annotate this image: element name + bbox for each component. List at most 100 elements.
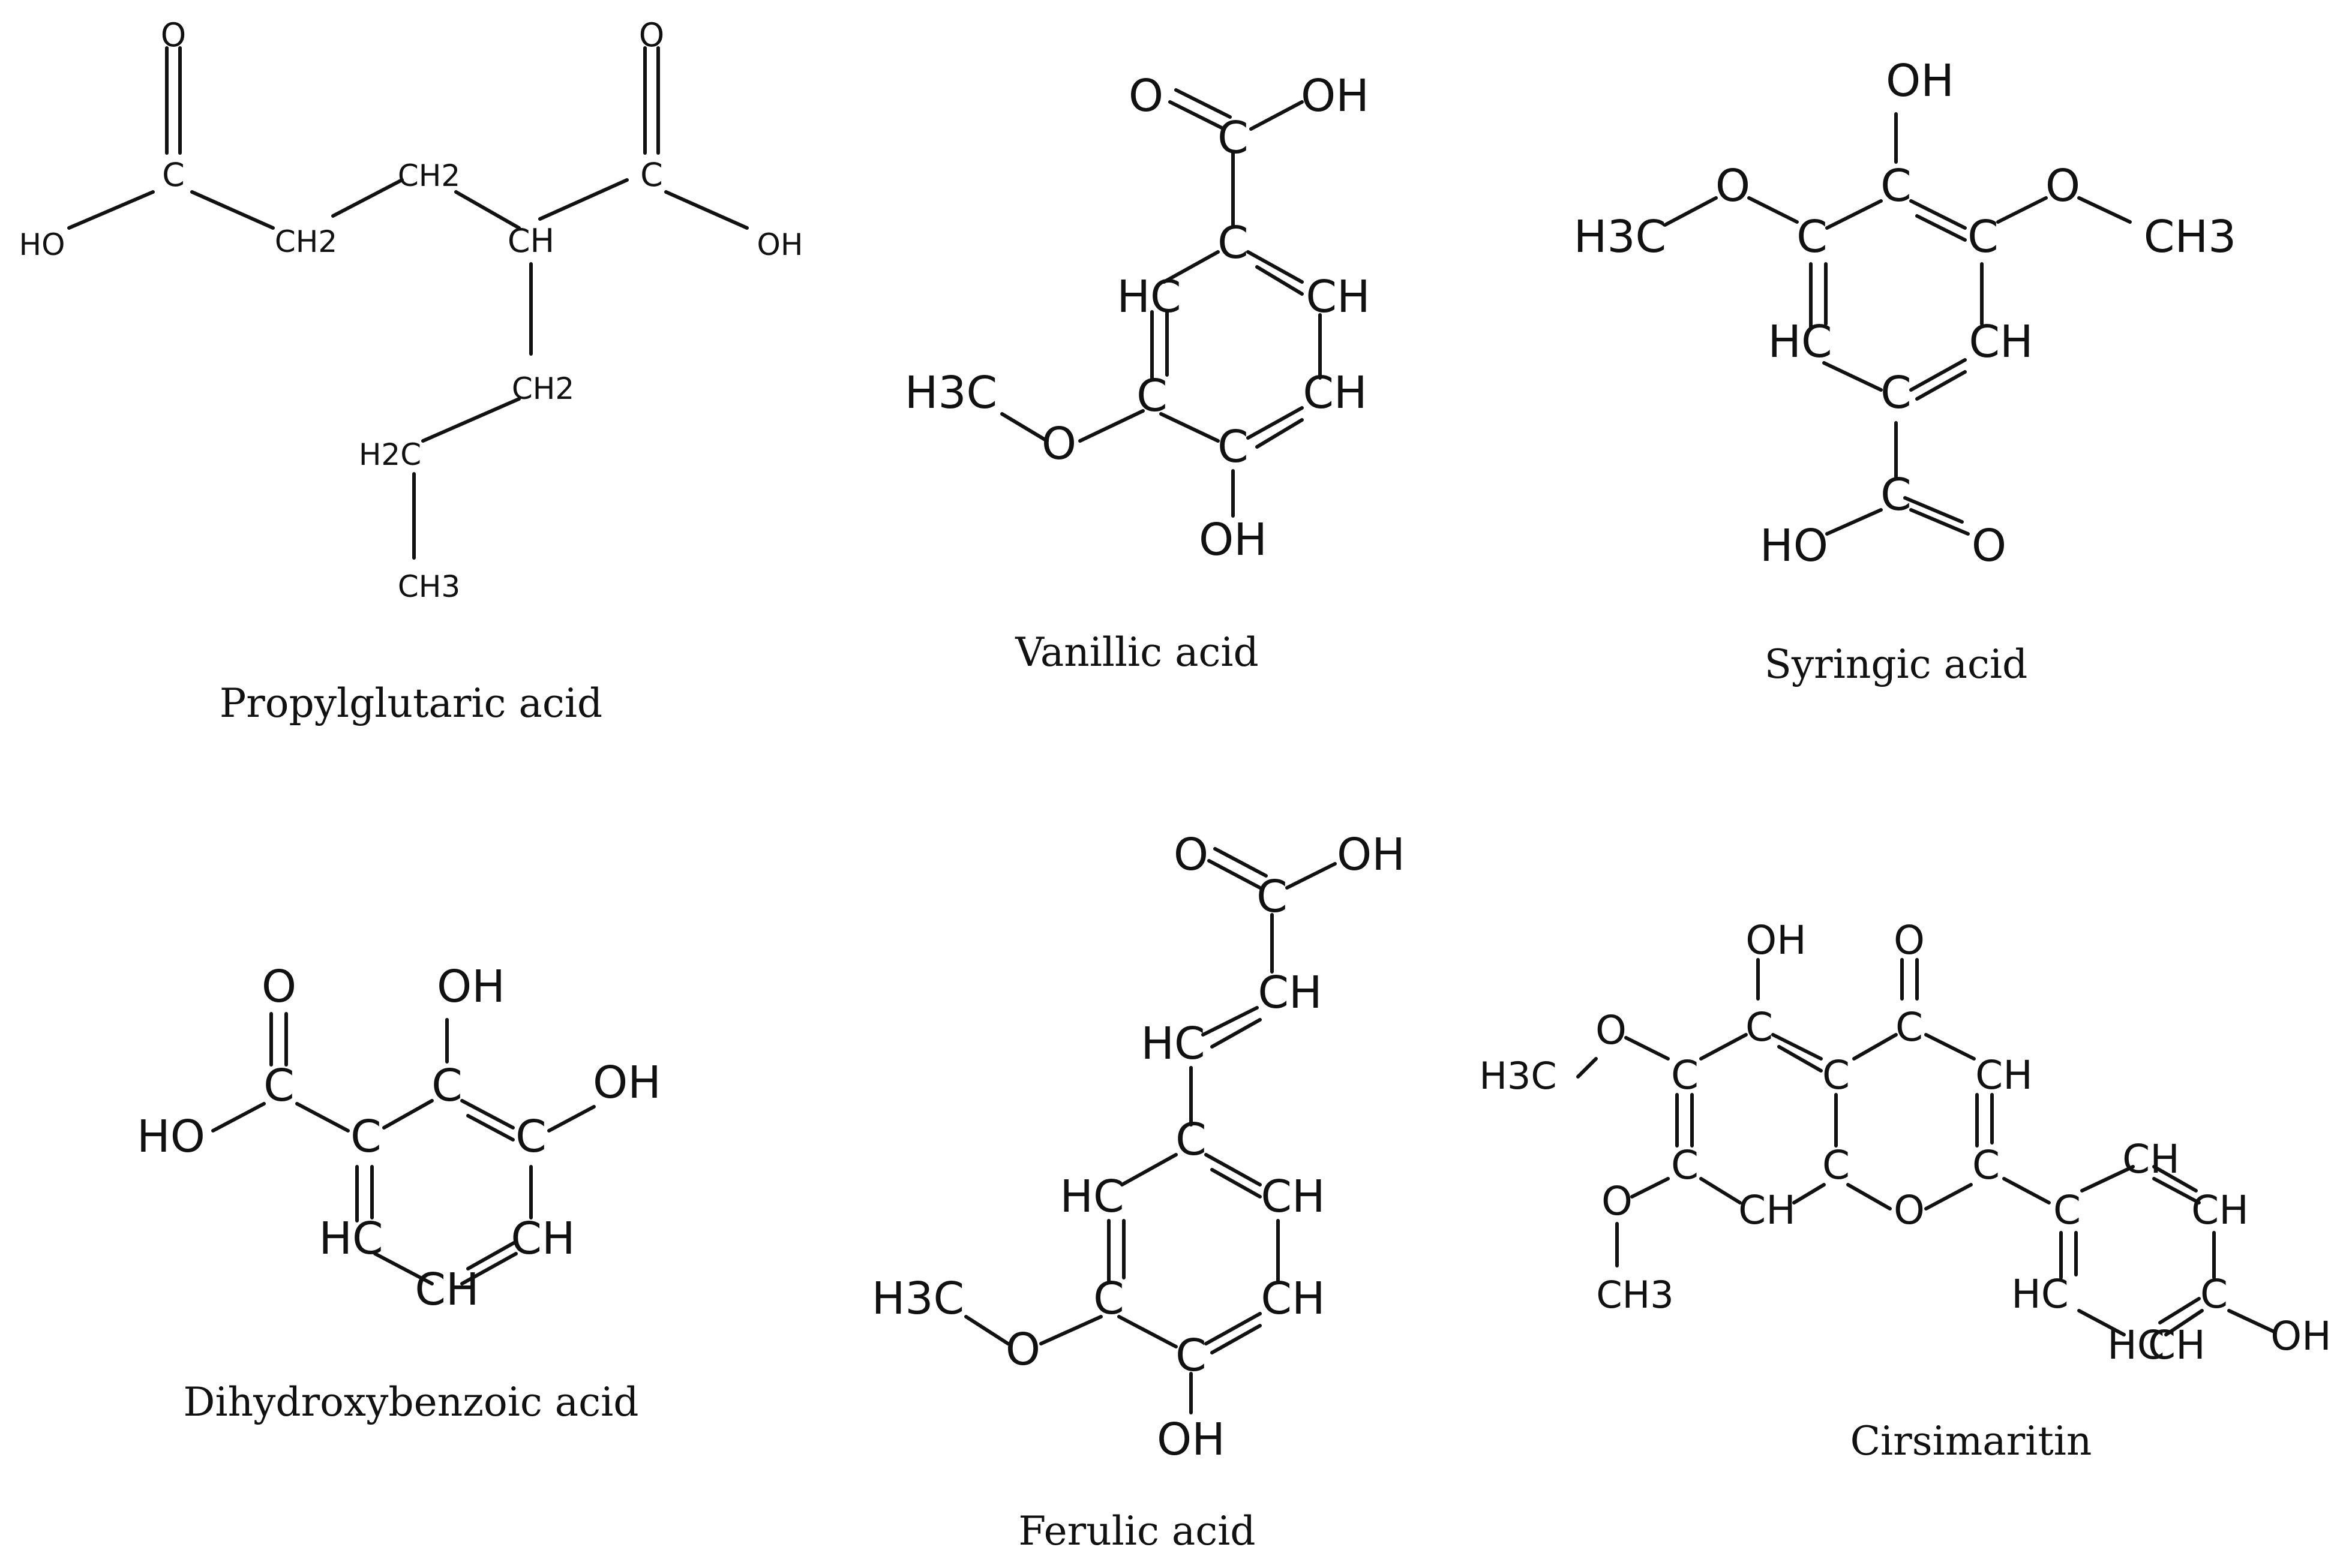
atom-label: O — [2045, 160, 2080, 212]
atom-label: O — [1174, 829, 1208, 881]
atom-label: C — [2200, 1271, 2228, 1317]
bonds — [964, 847, 1337, 1414]
atom-label: C — [1175, 1330, 1207, 1381]
atom-label: O — [1129, 70, 1163, 122]
atom-label: C — [263, 1060, 295, 1112]
atom-label: CH — [2191, 1187, 2249, 1233]
atom-label: C — [515, 1111, 547, 1163]
atom-label: O — [1006, 1324, 1040, 1375]
atom-label: O — [161, 16, 187, 54]
atom-label: H3C — [1574, 211, 1666, 263]
caption-cirsimaritin: Cirsimaritin — [1850, 1418, 2092, 1464]
molecule-ferulic-acid: O OH C CH HC C HC CH H3C O C C CH OH Fer… — [872, 829, 1405, 1554]
caption-propylglutaric-acid: Propylglutaric acid — [220, 680, 602, 726]
atom-label: OH — [1337, 829, 1405, 881]
atom-label: HC — [319, 1213, 383, 1264]
atom-label: C — [1880, 469, 1912, 521]
atom-label: HO — [137, 1111, 205, 1163]
atom-label: HC — [1141, 1018, 1205, 1070]
atom-label: O — [1595, 1007, 1627, 1053]
atom-label: C — [1093, 1273, 1124, 1324]
atom-label: C — [1217, 217, 1249, 269]
atom-label: CH2 — [398, 158, 460, 193]
atom-label: C — [1796, 211, 1828, 263]
atom-label: C — [1880, 367, 1912, 419]
atom-label: O — [1042, 418, 1076, 470]
atom-label: HC — [1117, 271, 1181, 323]
bonds — [211, 1012, 596, 1285]
bonds — [1663, 112, 2132, 536]
atom-label: C — [1967, 211, 1999, 263]
atom-label: HC — [2011, 1271, 2069, 1317]
atom-label: CH — [1303, 367, 1367, 419]
atom-label: CH — [415, 1264, 479, 1315]
atom-label: H3C — [872, 1273, 964, 1324]
atom-label: C — [1822, 1052, 1850, 1098]
atom-label: C — [1745, 1004, 1773, 1050]
atom-label: OH — [1745, 917, 1807, 963]
atom-label: HO — [19, 227, 65, 262]
atom-label: CH — [1258, 967, 1322, 1019]
atom-label: C — [1671, 1142, 1699, 1188]
atom-label: OH — [1301, 70, 1369, 122]
caption-syringic-acid: Syringic acid — [1765, 641, 2028, 687]
atom-label: O — [639, 16, 665, 54]
caption-dihydroxybenzoic-acid: Dihydroxybenzoic acid — [184, 1379, 639, 1425]
atom-label: O — [1601, 1178, 1633, 1224]
atom-label: C — [1217, 112, 1249, 164]
atom-label: C — [2053, 1187, 2081, 1233]
bonds — [1576, 958, 2276, 1336]
atom-label: C — [350, 1111, 382, 1163]
atom-label: CH — [1306, 271, 1370, 323]
caption-ferulic-acid: Ferulic acid — [1018, 1508, 1255, 1554]
atom-label: CH3 — [1596, 1273, 1673, 1317]
atom-label: C — [1880, 160, 1912, 212]
atom-label: CH2 — [275, 224, 337, 259]
atom-label: O — [262, 961, 296, 1013]
atom-label: O — [1894, 917, 1925, 963]
atom-label: C — [1972, 1142, 2000, 1188]
molecule-cirsimaritin: OH O H3C O C C C CH C C C O C CH CH O C … — [1479, 917, 2331, 1464]
atom-label: CH — [511, 1213, 575, 1264]
atom-label: CH — [2122, 1136, 2180, 1182]
molecule-vanillic-acid: O OH C C HC CH H3C O C C CH OH Vanillic … — [905, 70, 1370, 675]
atom-label: HC — [1768, 316, 1832, 368]
atom-label: C — [640, 156, 663, 194]
atom-label: C — [1671, 1052, 1699, 1098]
atom-label: OH — [757, 227, 803, 262]
atom-label: O — [1972, 520, 2006, 572]
molecule-propylglutaric-acid: O O C C HO OH CH2 CH CH2 CH2 H2C CH3 Pro… — [19, 16, 803, 726]
atom-label: OH — [2270, 1313, 2332, 1359]
atom-label: C — [1256, 871, 1288, 923]
atom-label: O — [1894, 1187, 1925, 1233]
caption-vanillic-acid: Vanillic acid — [1015, 629, 1259, 675]
atom-label: OH — [1157, 1414, 1225, 1465]
atom-label: C — [1136, 370, 1168, 422]
atom-label: HC — [2107, 1322, 2165, 1368]
atom-label: CH3 — [2144, 211, 2236, 263]
bonds — [67, 46, 749, 560]
atom-label: CH — [1261, 1273, 1325, 1324]
atom-label: C — [162, 156, 185, 194]
molecule-dihydroxybenzoic-acid: O OH HO C C C OH C HC CH CH Dihydroxyben… — [137, 961, 661, 1425]
atom-label: CH — [1261, 1171, 1325, 1222]
atom-label: OH — [1199, 514, 1267, 566]
atom-label: CH — [1969, 316, 2033, 368]
atom-label: C — [1217, 421, 1249, 473]
bonds — [1000, 88, 1322, 518]
atom-label: C — [1822, 1142, 1850, 1188]
atom-label: CH — [508, 222, 554, 260]
atom-label: O — [1715, 160, 1750, 212]
atom-label: C — [1175, 1114, 1207, 1166]
atom-label: OH — [593, 1057, 661, 1109]
atom-label: CH — [2148, 1322, 2206, 1368]
atom-label: OH — [1886, 55, 1954, 107]
atom-label: OH — [437, 961, 505, 1013]
atom-label: C — [431, 1060, 463, 1112]
atom-label: H3C — [1479, 1054, 1556, 1098]
atom-label: H2C — [359, 437, 421, 472]
atom-label: HC — [1060, 1171, 1124, 1222]
atom-label: H3C — [905, 367, 997, 419]
atom-label: CH2 — [512, 371, 574, 406]
